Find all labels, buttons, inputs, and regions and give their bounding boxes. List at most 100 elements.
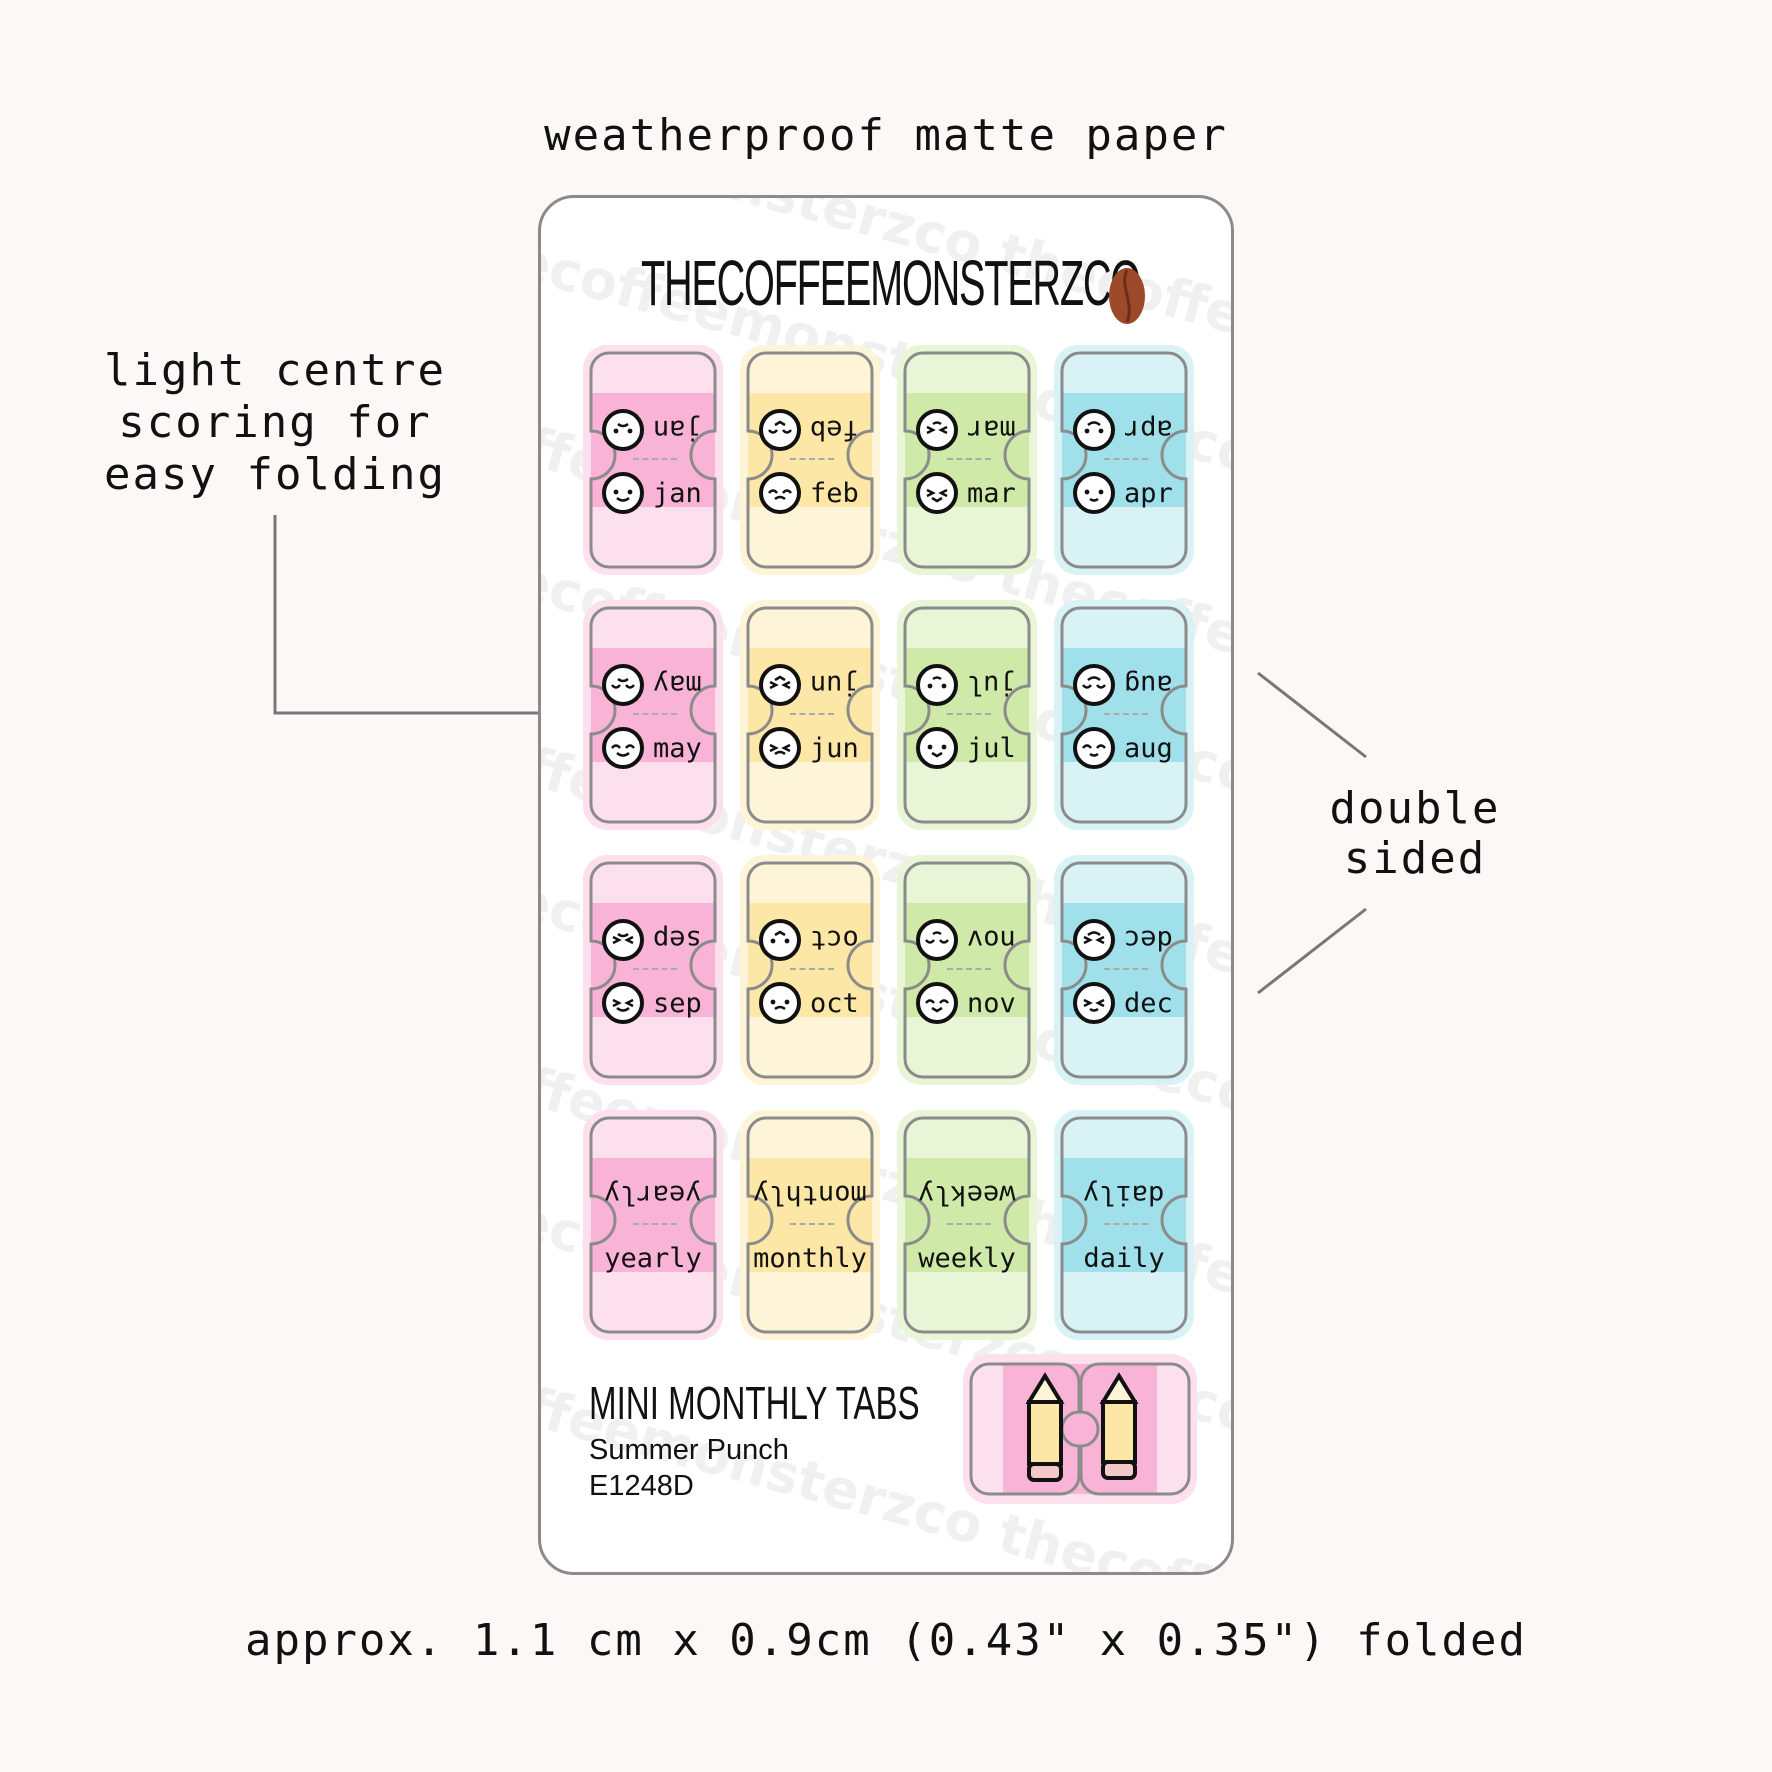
tab-jun: jun jun bbox=[740, 600, 880, 830]
tab-daily: daily daily bbox=[1054, 1110, 1194, 1340]
kawaii-face-icon bbox=[602, 664, 644, 706]
kawaii-face-icon bbox=[916, 727, 958, 769]
tab-label: daily bbox=[1083, 1242, 1165, 1274]
product-subtitle: Summer Punch bbox=[589, 1434, 789, 1466]
tab-aug: aug aug bbox=[1054, 600, 1194, 830]
fold-score-line bbox=[947, 1223, 991, 1225]
fold-score-line bbox=[790, 458, 834, 460]
tab-feb: feb feb bbox=[740, 345, 880, 575]
tab-label-flipped: apr bbox=[1124, 414, 1173, 446]
fold-score-line bbox=[1104, 458, 1148, 460]
tab-label-flipped: mar bbox=[967, 414, 1016, 446]
kawaii-face-icon bbox=[759, 982, 801, 1024]
fold-score-line bbox=[947, 968, 991, 970]
tab-oct: oct oct bbox=[740, 855, 880, 1085]
kawaii-face-icon bbox=[602, 919, 644, 961]
top-caption: weatherproof matte paper bbox=[544, 110, 1228, 161]
tab-sep: sep sep bbox=[583, 855, 723, 1085]
bottom-caption: approx. 1.1 cm x 0.9cm (0.43" x 0.35") f… bbox=[244, 1615, 1528, 1666]
kawaii-face-icon bbox=[602, 409, 644, 451]
kawaii-face-icon bbox=[1073, 409, 1115, 451]
tab-label: may bbox=[653, 732, 702, 764]
tab-label-flipped: feb bbox=[810, 414, 859, 446]
tab-label: jun bbox=[810, 732, 859, 764]
tab-label: mar bbox=[967, 477, 1016, 509]
tab-label-flipped: aug bbox=[1124, 669, 1173, 701]
product-title: MINI MONTHLY TABS bbox=[589, 1377, 920, 1429]
fold-score-line bbox=[633, 1223, 677, 1225]
fold-score-line bbox=[947, 713, 991, 715]
pencil-icon bbox=[1025, 1372, 1065, 1482]
fold-score-line bbox=[790, 713, 834, 715]
tab-label-flipped: nov bbox=[967, 924, 1016, 956]
tab-label-flipped: sep bbox=[653, 924, 702, 956]
tab-label: sep bbox=[653, 987, 702, 1019]
tab-yearly: yearly yearly bbox=[583, 1110, 723, 1340]
tab-may: may may bbox=[583, 600, 723, 830]
tab-apr: apr apr bbox=[1054, 345, 1194, 575]
tab-nov: nov nov bbox=[897, 855, 1037, 1085]
tab-label-flipped: monthly bbox=[753, 1179, 867, 1211]
tab-label-flipped: dec bbox=[1124, 924, 1173, 956]
kawaii-face-icon bbox=[1073, 472, 1115, 514]
tab-weekly: weekly weekly bbox=[897, 1110, 1037, 1340]
tab-label: feb bbox=[810, 477, 859, 509]
fold-score-line bbox=[633, 968, 677, 970]
tab-label-flipped: jul bbox=[967, 669, 1016, 701]
kawaii-face-icon bbox=[1073, 727, 1115, 769]
coffee-bean-icon bbox=[1109, 268, 1145, 324]
kawaii-face-icon bbox=[759, 727, 801, 769]
tab-label-flipped: yearly bbox=[604, 1179, 702, 1211]
tab-label-flipped: oct bbox=[810, 924, 859, 956]
tab-label: yearly bbox=[604, 1242, 702, 1274]
tab-label-flipped: may bbox=[653, 669, 702, 701]
tab-label: jul bbox=[967, 732, 1016, 764]
tab-jan: jan jan bbox=[583, 345, 723, 575]
pencil-tab-sample bbox=[963, 1354, 1197, 1504]
tab-jul: jul jul bbox=[897, 600, 1037, 830]
kawaii-face-icon bbox=[759, 919, 801, 961]
fold-score-line bbox=[1104, 713, 1148, 715]
fold-score-line bbox=[947, 458, 991, 460]
fold-score-line bbox=[1104, 968, 1148, 970]
kawaii-face-icon bbox=[916, 409, 958, 451]
kawaii-face-icon bbox=[916, 982, 958, 1024]
tab-label: nov bbox=[967, 987, 1016, 1019]
fold-score-line bbox=[633, 458, 677, 460]
kawaii-face-icon bbox=[1073, 664, 1115, 706]
fold-score-line bbox=[790, 1223, 834, 1225]
kawaii-face-icon bbox=[916, 664, 958, 706]
tab-label-flipped: jun bbox=[810, 669, 859, 701]
kawaii-face-icon bbox=[916, 919, 958, 961]
left-leader-line bbox=[273, 515, 560, 715]
brand-logo: THECOFFEEMONSTERZCO bbox=[641, 247, 1141, 319]
fold-score-line bbox=[790, 968, 834, 970]
right-leader-line-bottom bbox=[1257, 907, 1367, 995]
product-code: E1248D bbox=[589, 1470, 694, 1502]
kawaii-face-icon bbox=[916, 472, 958, 514]
tab-label: dec bbox=[1124, 987, 1173, 1019]
left-note: light centre scoring for easy folding bbox=[104, 345, 446, 500]
kawaii-face-icon bbox=[1073, 919, 1115, 961]
tab-label: oct bbox=[810, 987, 859, 1019]
tab-label-flipped: jan bbox=[653, 414, 702, 446]
tab-label-flipped: weekly bbox=[918, 1179, 1016, 1211]
tab-monthly: monthly monthly bbox=[740, 1110, 880, 1340]
tab-label: weekly bbox=[918, 1242, 1016, 1274]
tab-label-flipped: daily bbox=[1083, 1179, 1165, 1211]
tab-label: monthly bbox=[753, 1242, 867, 1274]
tab-label: jan bbox=[653, 477, 702, 509]
tab-dec: dec dec bbox=[1054, 855, 1194, 1085]
tab-mar: mar mar bbox=[897, 345, 1037, 575]
tab-label: aug bbox=[1124, 732, 1173, 764]
kawaii-face-icon bbox=[759, 409, 801, 451]
kawaii-face-icon bbox=[602, 472, 644, 514]
fold-score-line bbox=[633, 713, 677, 715]
kawaii-face-icon bbox=[602, 982, 644, 1024]
fold-score-line bbox=[1104, 1223, 1148, 1225]
right-leader-line-top bbox=[1257, 671, 1367, 759]
tab-label: apr bbox=[1124, 477, 1173, 509]
right-note: double sided bbox=[1329, 783, 1501, 884]
